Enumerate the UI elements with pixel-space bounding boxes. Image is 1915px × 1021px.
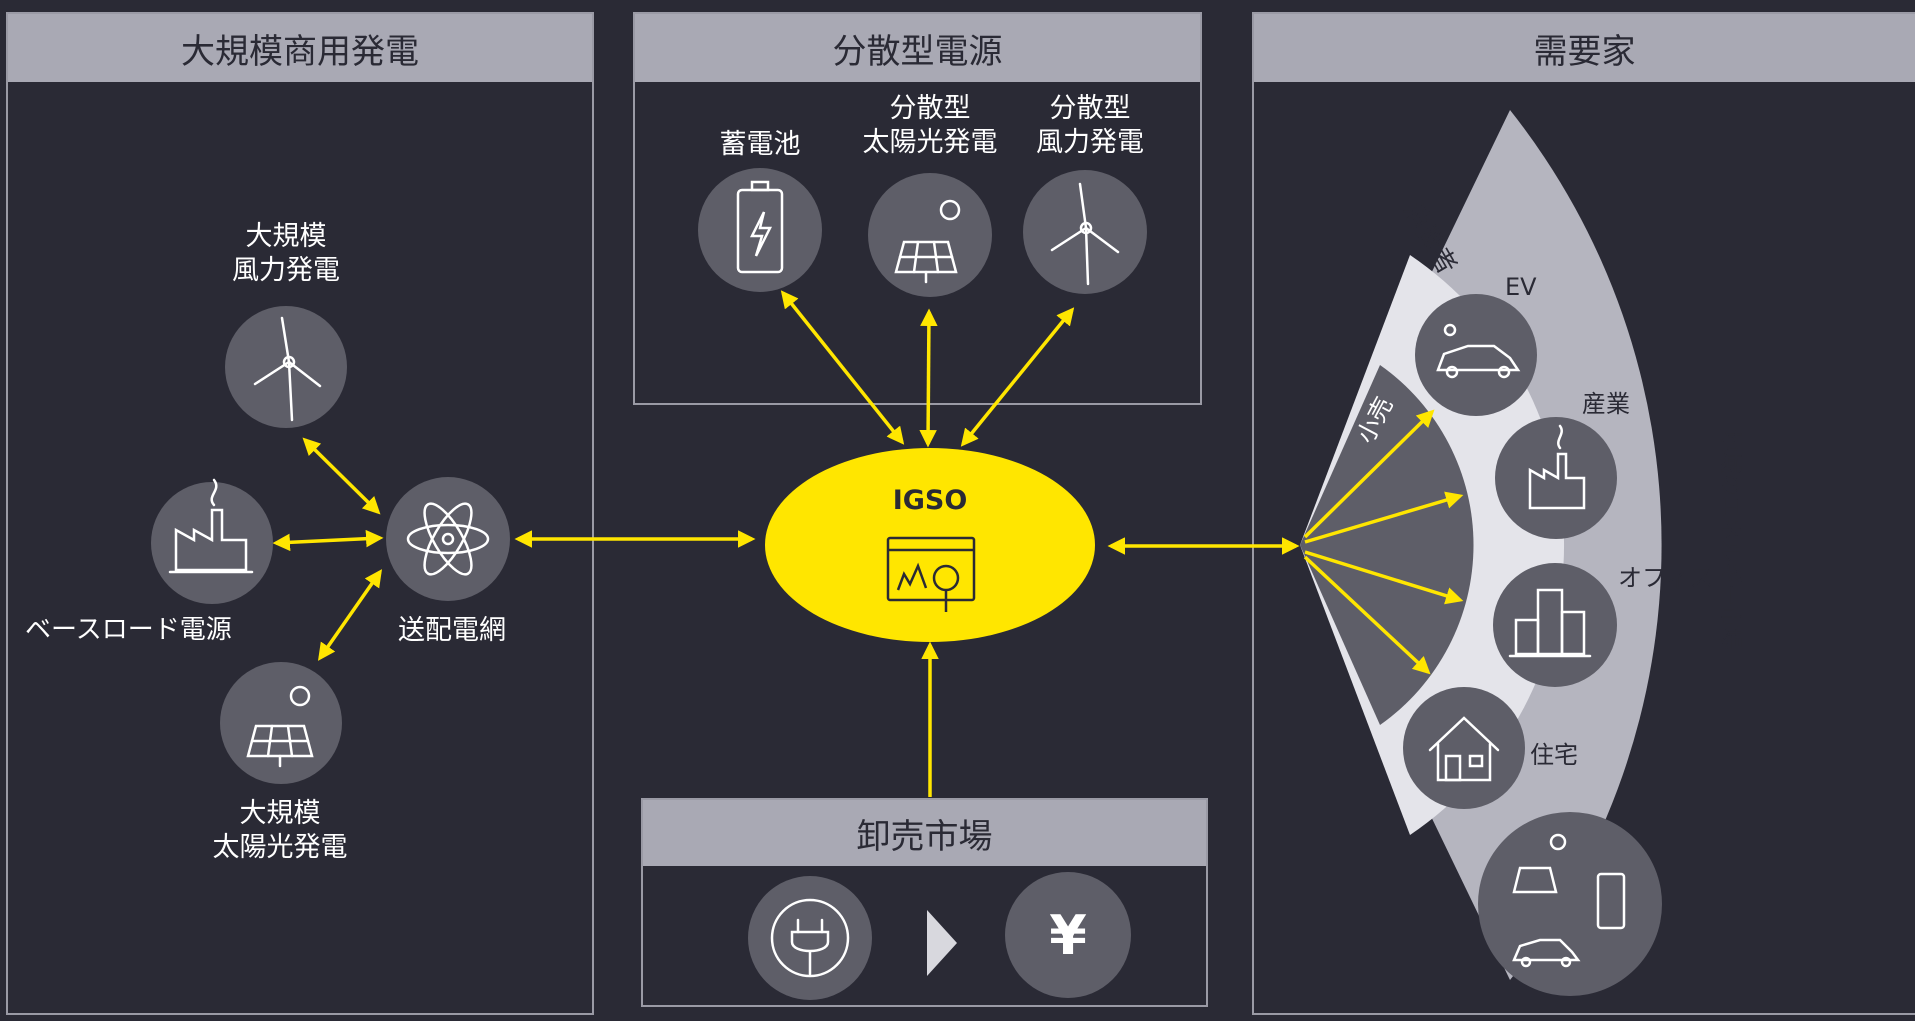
plug-circle (748, 876, 872, 1000)
analytics-icon (886, 536, 976, 612)
ev-label: EV (1505, 273, 1537, 301)
arrow-battery-igso (780, 290, 905, 445)
wind-turbine-icon (253, 316, 322, 422)
arrow-retail-ev (1303, 409, 1435, 539)
distributed-header: 分散型電源 (635, 14, 1200, 82)
prosumer-icon (1512, 833, 1626, 968)
wind-turbine-icon (1050, 182, 1120, 286)
consumers-header: 需要家 (1254, 14, 1915, 82)
housing-label: 住宅 (1530, 741, 1578, 769)
yen-icon: ¥ (1049, 904, 1087, 967)
atom-icon (406, 502, 490, 576)
prosumer-circle (1478, 812, 1662, 996)
arrow-wind-igso (960, 307, 1075, 447)
dist-wind-label: 分散型 風力発電 (1036, 93, 1144, 158)
large-scale-panel: 大規模商用発電 (6, 12, 594, 1015)
car-icon (1436, 323, 1521, 379)
ev-circle (1415, 294, 1537, 416)
grid-label: 送配電網 (398, 615, 506, 646)
arrow-solar-grid (317, 569, 383, 661)
battery-icon (736, 180, 784, 274)
factory-icon (1528, 424, 1586, 510)
large-scale-header: 大規模商用発電 (8, 14, 592, 82)
office-building-icon (1508, 588, 1592, 658)
yen-circle (1005, 872, 1131, 998)
arrow-retail-office (1304, 550, 1464, 605)
arrow-wind-grid (302, 437, 381, 515)
industry-label: 産業 (1582, 390, 1630, 418)
dist-solar-label: 分散型 太陽光発電 (862, 93, 998, 158)
battery-circle (698, 168, 822, 292)
dist-solar-circle (868, 173, 992, 297)
igso-hub (765, 448, 1095, 642)
large-wind-label: 大規模 風力発電 (232, 221, 340, 286)
house-icon (1428, 716, 1500, 782)
base-load-circle (151, 482, 273, 604)
fan-retail-wedge (1300, 365, 1474, 725)
housing-circle (1403, 687, 1525, 809)
flow-arrows (272, 290, 1464, 797)
distributed-panel: 分散型電源 (633, 12, 1202, 405)
solar-panel-icon (894, 199, 961, 284)
base-load-label: ベースロード電源 (25, 615, 232, 645)
wholesale-header: 卸売市場 (643, 800, 1206, 866)
arrow-solar-igso (919, 308, 938, 448)
arrow-base-grid (272, 529, 384, 552)
factory-icon (168, 478, 254, 574)
battery-label: 蓄電池 (719, 129, 801, 160)
wholesale-panel: 卸売市場 (641, 798, 1208, 1007)
large-solar-label: 大規模 太陽光発電 (212, 798, 348, 863)
office-label: オフィス (1618, 564, 1714, 592)
arrow-retail-industry (1304, 491, 1464, 544)
plug-icon (770, 898, 850, 978)
solar-panel-icon (246, 685, 314, 768)
arrow-retail-housing (1303, 555, 1431, 675)
consumers-panel: 需要家 (1252, 12, 1915, 1015)
regional-market-label: 地域のエネルギー市場 (1717, 430, 1742, 651)
play-arrow-icon (927, 910, 957, 976)
grid-circle (386, 477, 510, 601)
igso-label: IGSO (892, 485, 968, 516)
office-circle (1493, 563, 1617, 687)
